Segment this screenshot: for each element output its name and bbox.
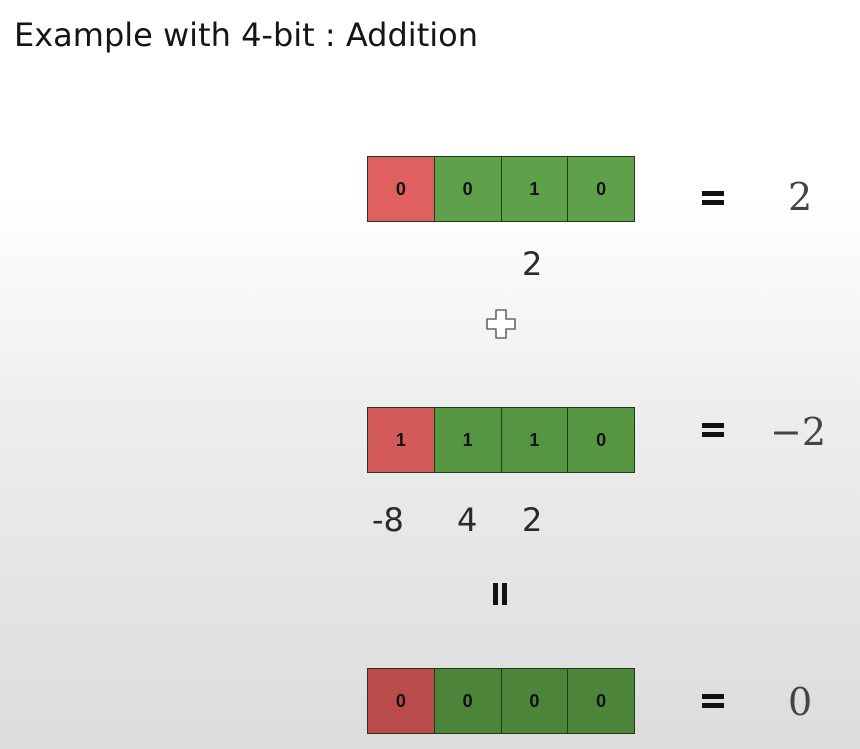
bit-weight-label: 2 [522, 245, 543, 283]
equals-sign [702, 423, 724, 437]
sign-bit-cell: 0 [368, 157, 435, 221]
equals-sign [702, 191, 724, 205]
bit-row-sum: 0 0 0 0 [367, 668, 635, 734]
bit-cell: 1 [434, 408, 502, 472]
bit-row-second-operand: 1 1 1 0 [367, 407, 635, 473]
bit-cell: 1 [501, 408, 569, 472]
result-value-second: −2 [770, 410, 827, 454]
bit-weight-label: 2 [522, 501, 543, 539]
bit-cell: 0 [568, 408, 634, 472]
sign-bit-cell: 1 [368, 408, 435, 472]
bit-weight-label: 4 [457, 501, 478, 539]
result-value-sum: 0 [788, 680, 813, 724]
bit-cell: 0 [501, 669, 569, 733]
vertical-equals-icon [491, 583, 513, 605]
result-value-first: 2 [788, 175, 813, 219]
bit-cell: 0 [434, 157, 502, 221]
bit-cell: 0 [568, 157, 634, 221]
bit-cell: 0 [434, 669, 502, 733]
equals-sign [702, 694, 724, 708]
bit-cell: 0 [568, 669, 634, 733]
bit-cell: 1 [501, 157, 569, 221]
sign-bit-cell: 0 [368, 669, 435, 733]
bit-weight-label: -8 [372, 501, 404, 539]
plus-icon [486, 309, 516, 339]
bit-row-first-operand: 0 0 1 0 [367, 156, 635, 222]
page-title: Example with 4-bit : Addition [14, 16, 478, 54]
